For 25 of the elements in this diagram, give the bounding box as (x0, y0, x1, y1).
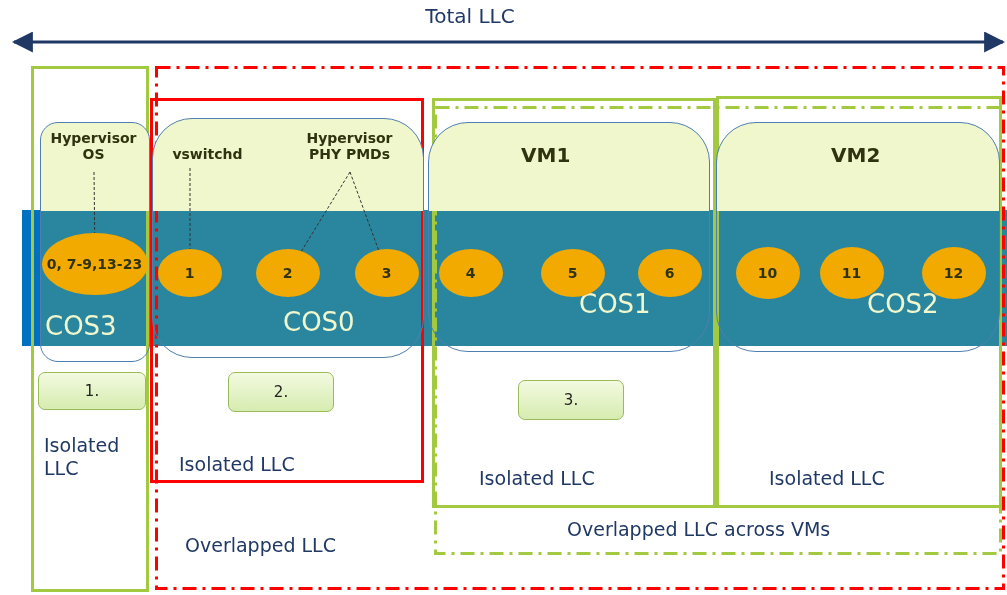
region-label: Isolated LLC (769, 467, 886, 490)
vm-label: VM1 (521, 143, 572, 167)
dimension-label: Total LLC (424, 4, 516, 28)
leader-line (93, 171, 96, 234)
leader-line (189, 167, 191, 250)
io-tag: 3. (518, 380, 624, 420)
leader-line (300, 171, 351, 252)
service-class-box (716, 122, 1000, 352)
region-label: Isolated LLC (179, 453, 296, 476)
leader-line (349, 171, 379, 251)
cache-region-frame (150, 98, 424, 483)
service-class-box (40, 122, 150, 362)
vm-label: VM2 (831, 143, 882, 167)
service-class-label: COS3 (45, 311, 118, 343)
cache-region-frame (716, 96, 1002, 508)
region-label: Isolated LLC (479, 467, 596, 490)
region-label: Overlapped LLC across VMs (567, 518, 832, 541)
io-tag: 2. (228, 372, 334, 412)
service-class-box (428, 122, 710, 352)
io-tag: 1. (38, 372, 146, 410)
region-label: Isolated LLC (44, 434, 121, 480)
region-label: Overlapped LLC (185, 534, 337, 557)
service-class-label: COS0 (283, 307, 356, 339)
cache-region-frame (31, 66, 149, 592)
service-class-box (152, 118, 424, 358)
